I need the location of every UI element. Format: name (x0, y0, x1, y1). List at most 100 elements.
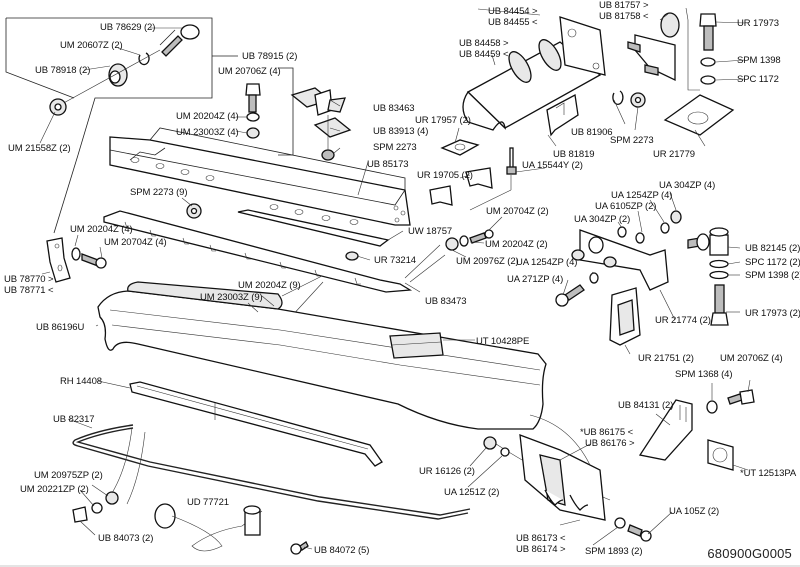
label-ub83913: UB 83913 (4) (373, 126, 429, 137)
bolt-ua271zp-icon (555, 272, 599, 307)
mount-ub86175-icon (489, 414, 611, 521)
label-spm1398-2: SPM 1398 (2) (745, 270, 800, 281)
label-ua1254zp-4b: UA 1254ZP (4) (516, 257, 578, 268)
label-ur17973-2: UR 17973 (2) (745, 308, 800, 319)
washer-ua304zp-icon (617, 210, 682, 244)
label-um20975zp: UM 20975ZP (2) (34, 470, 103, 481)
cover-ur21751-icon (609, 287, 641, 346)
label-ub86173: UB 86173 < (516, 533, 566, 544)
label-ub83473: UB 83473 (425, 296, 467, 307)
label-ub78629: UB 78629 (2) (100, 22, 156, 33)
inset-detail-box (5, 17, 238, 156)
label-ua304zp-4: UA 304ZP (4) (659, 180, 716, 191)
label-ub78770: UB 78770 > (4, 274, 54, 285)
label-um20607z: UM 20607Z (2) (60, 40, 123, 51)
label-ur73214: UR 73214 (374, 255, 416, 266)
label-ub84458: UB 84458 > (459, 38, 509, 49)
label-um20704z-left: UM 20704Z (4) (104, 237, 167, 248)
label-um21558z: UM 21558Z (2) (8, 143, 71, 154)
label-ur19705: UR 19705 (2) (417, 170, 473, 181)
bolt-um20706z-right-icon (727, 389, 755, 405)
label-ua1254zp-4a: UA 1254ZP (4) (611, 190, 673, 201)
label-ub81819: UB 81819 (553, 149, 595, 160)
bolt-ur17973-top-icon (699, 13, 717, 85)
label-ub78918: UB 78918 (2) (35, 65, 91, 76)
label-um20706z-right: UM 20706Z (4) (720, 353, 783, 364)
plate-ub81819-icon (546, 93, 579, 137)
label-um23003z-top: UM 23003Z (4) (176, 127, 239, 138)
label-spm1398-top: SPM 1398 (737, 55, 781, 66)
label-ub84073: UB 84073 (2) (98, 533, 154, 544)
label-ur17973-top: UR 17973 (737, 18, 779, 29)
label-spm1368: SPM 1368 (4) (675, 369, 733, 380)
label-ub82317: UB 82317 (53, 414, 95, 425)
bolt-um20706z-icon (245, 83, 261, 139)
bolt-ua105z-icon (614, 517, 652, 542)
label-ua6105zp: UA 6105ZP (2) (595, 201, 657, 212)
bolt-um20704z-left-icon (71, 247, 107, 269)
clip-ur19705-icon (429, 167, 493, 206)
label-um20976z: UM 20976Z (2) (456, 256, 519, 267)
label-ua271zp: UA 271ZP (4) (507, 274, 564, 285)
bracket-ur21774-icon (571, 229, 669, 291)
label-spc1172-top: SPC 1172 (737, 74, 779, 85)
washer-ur73214-icon (345, 251, 359, 261)
label-ua15544y: UA 15544Y (2) (522, 160, 583, 171)
label-spm2273-mid: SPM 2273 (610, 135, 654, 146)
label-ur16126: UR 16126 (2) (419, 466, 475, 477)
bottom-divider (0, 565, 800, 567)
label-spm1893: SPM 1893 (2) (585, 546, 643, 557)
bolt-ub78629-icon (159, 24, 200, 57)
nut-spm2273-icon (186, 203, 202, 219)
label-ut10428pe: UT 10428PE (476, 336, 530, 347)
label-um20704z-2: UM 20704Z (2) (486, 206, 549, 217)
label-ub78771: UB 78771 < (4, 285, 54, 296)
bracket-ub81757-icon (627, 12, 680, 82)
label-ub86175: *UB 86175 < (580, 427, 634, 438)
label-um20221zp: UM 20221ZP (2) (20, 484, 89, 495)
label-um23003z-9: UM 23003Z (9) (200, 292, 263, 303)
trim-strip-rh14408-icon (97, 380, 383, 467)
pad-ut12513pa-icon (707, 439, 734, 471)
nut-ur16126-icon (483, 436, 510, 457)
bumper-cover-ub86196u-icon (97, 281, 547, 430)
label-ub84072: UB 84072 (5) (314, 545, 370, 556)
flange-ub84454-icon (559, 16, 606, 76)
clip-ub81906-icon (612, 90, 624, 105)
label-um20204z-2: UM 20204Z (2) (485, 239, 548, 250)
label-um20204z-9: UM 20204Z (9) (238, 280, 301, 291)
label-ur21779: UR 21779 (653, 149, 695, 160)
label-ua304zp-2: UA 304ZP (2) (574, 214, 631, 225)
label-ub85173: UB 85173 (367, 159, 409, 170)
label-ub84131: UB 84131 (2) (618, 400, 674, 411)
label-um20204z-left: UM 20204Z (4) (70, 224, 133, 235)
label-ub86174: UB 86174 > (516, 544, 566, 555)
leader-lines (39, 8, 751, 550)
label-rh14408: RH 14408 (60, 376, 102, 387)
side-bracket-ub78770-icon (46, 154, 79, 283)
plate-ur21779-icon (663, 94, 735, 136)
bracket-ub83463-icon (278, 67, 352, 161)
washer-spm1368-icon (706, 400, 718, 414)
label-ub86176: UB 86176 > (585, 438, 635, 449)
label-um20706z-top: UM 20706Z (4) (218, 66, 281, 77)
label-ub83463: UB 83463 (373, 103, 415, 114)
spacer-ub78918-icon (108, 63, 128, 87)
label-ub86196u: UB 86196U (36, 322, 85, 333)
label-um20204z-top: UM 20204Z (4) (176, 111, 239, 122)
bushing-ub82145-icon (687, 227, 729, 280)
nut-um21558z-icon (49, 98, 67, 116)
label-ub84454: UB 84454 > (488, 6, 538, 17)
label-ur21774: UR 21774 (2) (655, 315, 711, 326)
label-uw18757: UW 18757 (408, 226, 453, 237)
label-ut12513pa: *UT 12513PA (740, 468, 797, 479)
nut-um20975zp-icon (72, 491, 119, 523)
label-ub81758: UB 81758 < (599, 11, 649, 22)
pin-ua15544y-icon (469, 147, 517, 211)
label-ua105z: UA 105Z (2) (669, 506, 720, 517)
label-spm2273-9: SPM 2273 (9) (130, 187, 188, 198)
bolt-ur17973-right-icon (710, 284, 729, 326)
label-ub81757: UB 81757 > (599, 0, 649, 11)
bracket-ub84131-icon (638, 399, 693, 461)
